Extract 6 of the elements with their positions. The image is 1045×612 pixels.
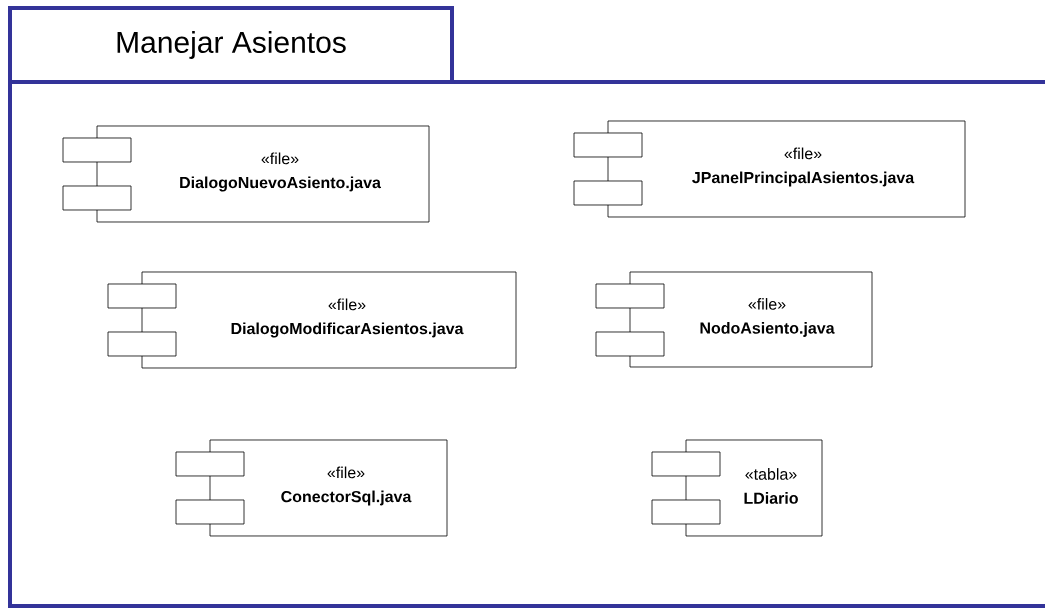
- component-box: «tabla» LDiario: [651, 439, 823, 537]
- component-box: «file» DialogoModificarAsientos.java: [107, 271, 517, 369]
- component-box: «file» NodoAsiento.java: [595, 271, 873, 368]
- component-box: «file» DialogoNuevoAsiento.java: [62, 125, 430, 223]
- component-box: «file» JPanelPrincipalAsientos.java: [573, 120, 966, 218]
- component-box: «file» ConectorSql.java: [175, 439, 448, 537]
